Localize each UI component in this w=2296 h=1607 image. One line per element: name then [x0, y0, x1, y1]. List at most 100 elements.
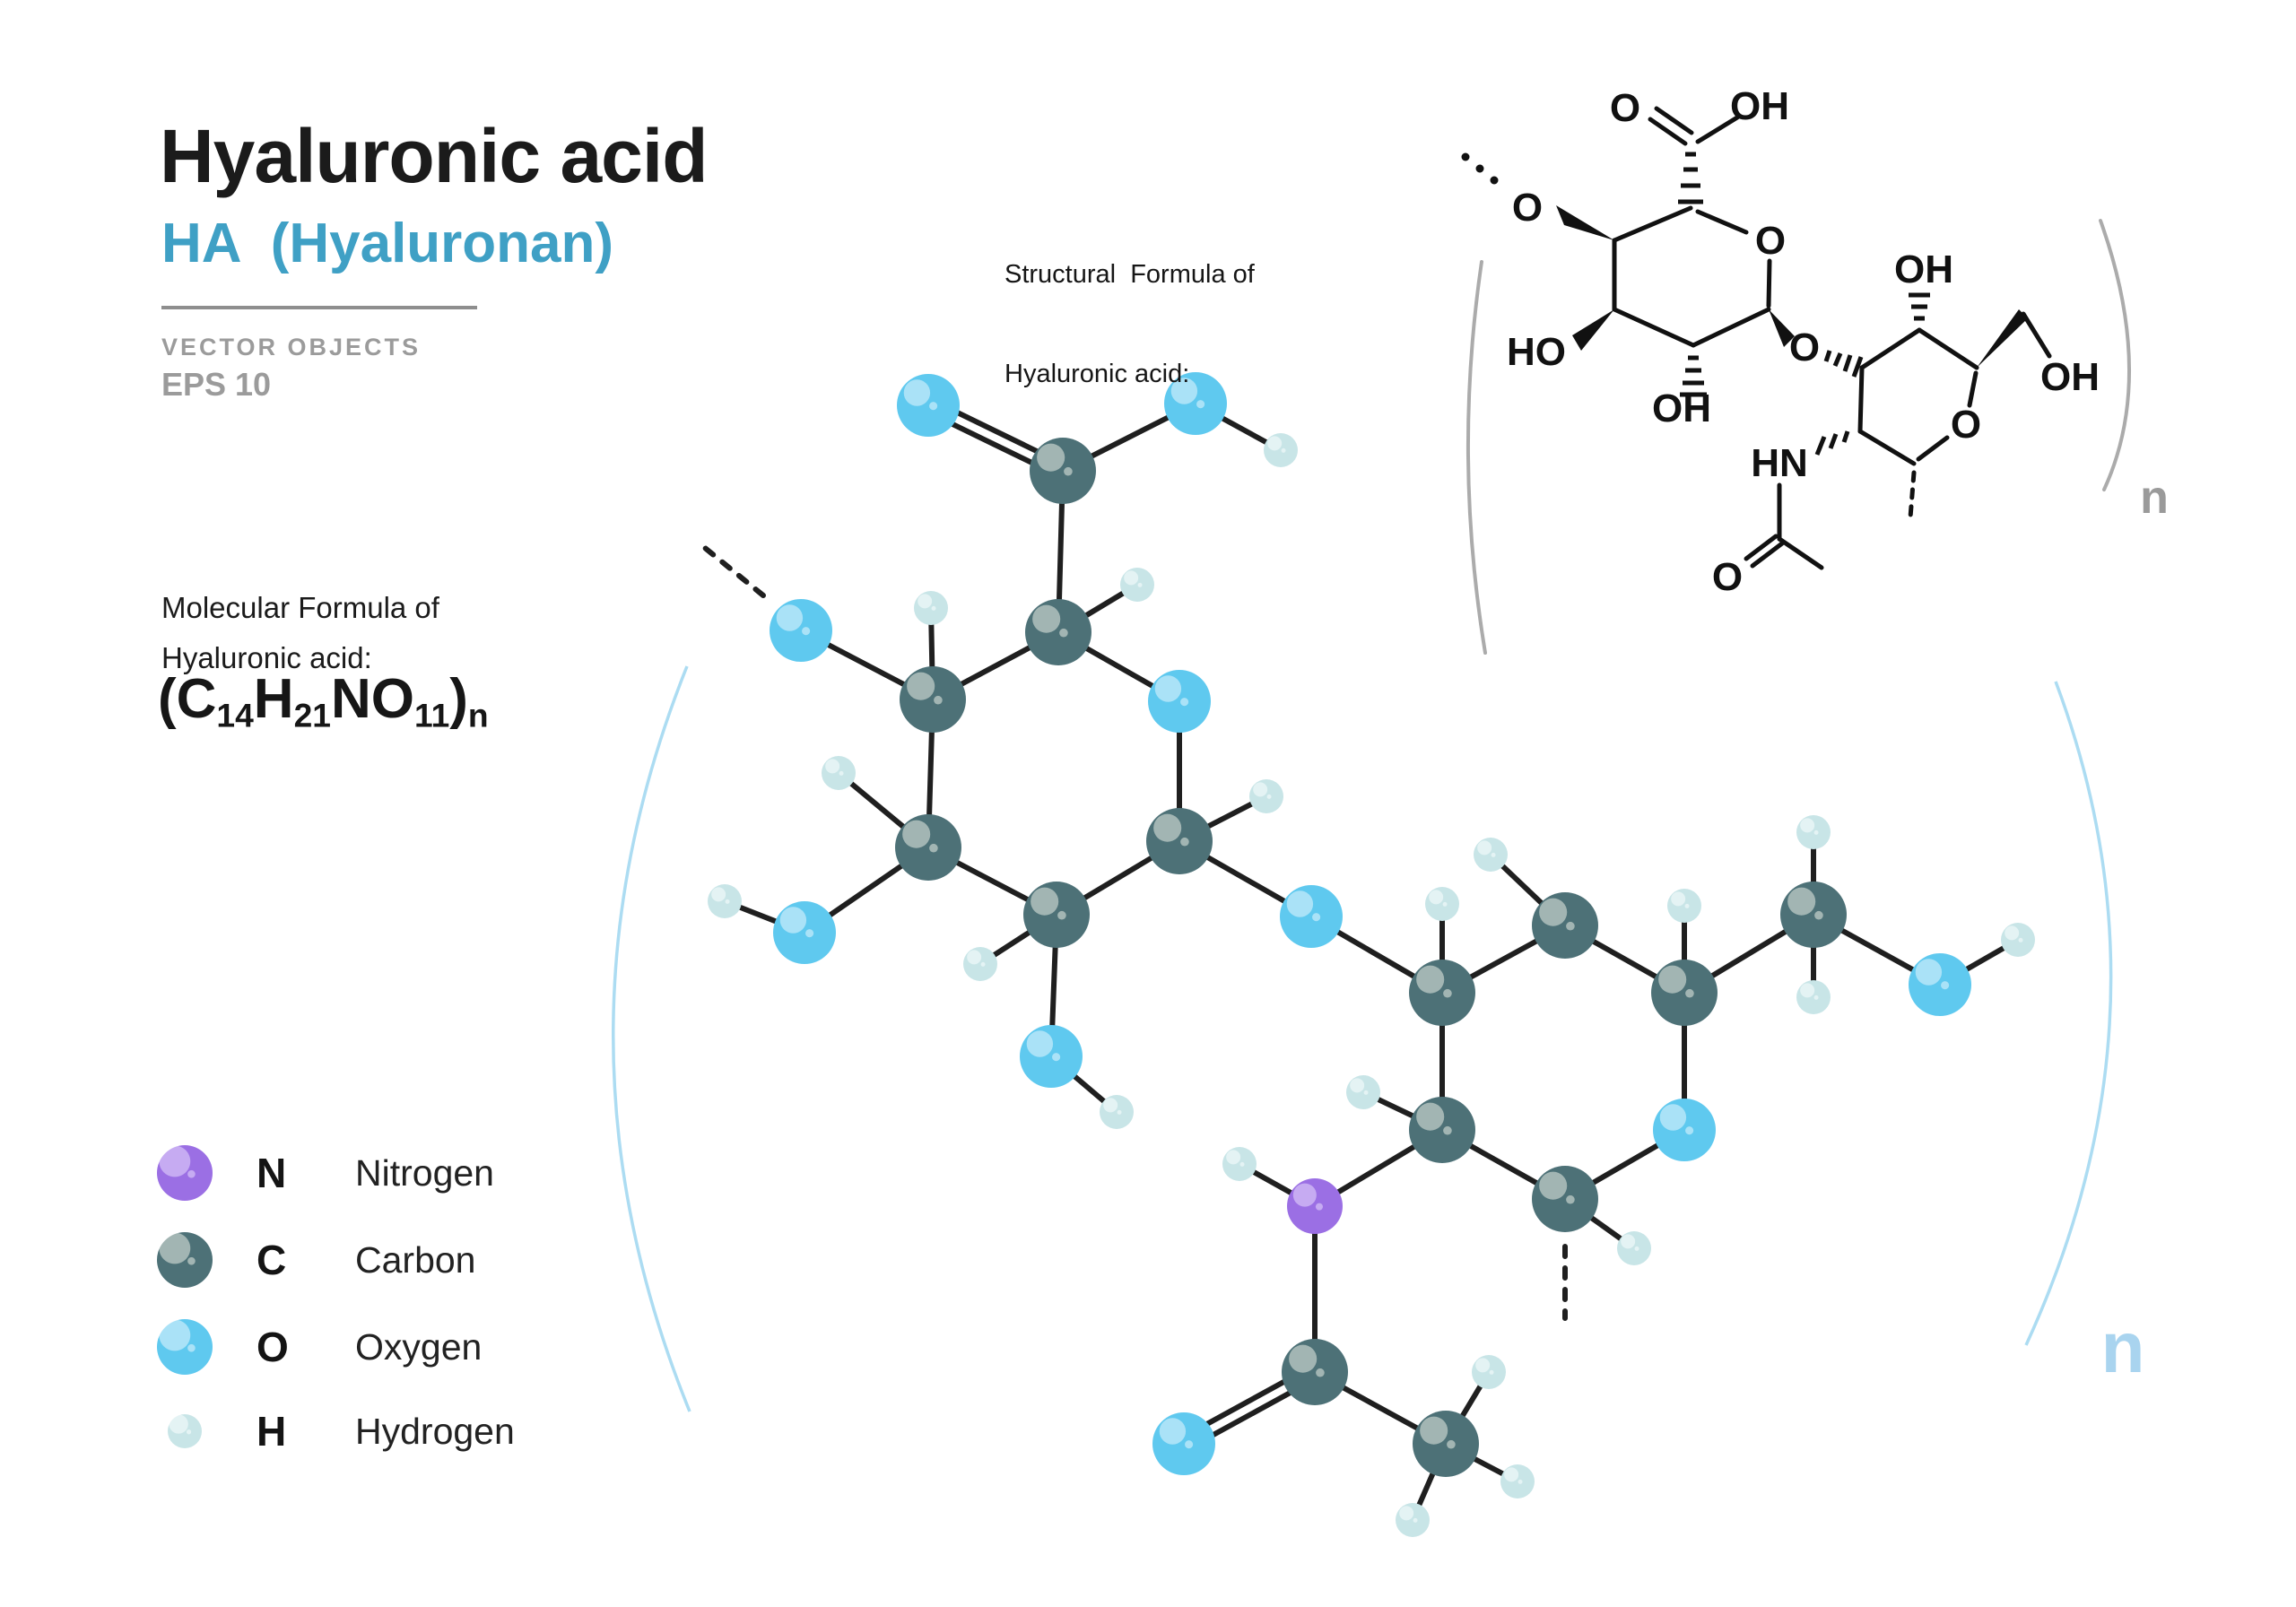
- atom-oxygen: [773, 901, 836, 964]
- atom-hydrogen: [1472, 1355, 1506, 1389]
- atom-carbon: [1282, 1339, 1348, 1405]
- bond-line: [1857, 365, 1865, 434]
- model-left-paren: [612, 665, 691, 1412]
- structural-formula-drawing: O OH O HO O OH O OH OH O HN O n: [1461, 84, 2169, 655]
- atom-hydrogen: [1425, 887, 1459, 921]
- atom-sphere: [1286, 890, 1314, 917]
- atom-oxygen: [1280, 885, 1343, 948]
- atom-sphere: [1287, 1178, 1343, 1234]
- atom-sphere: [1020, 1025, 1083, 1088]
- label-o-carbonyl: O: [1610, 86, 1640, 130]
- atom-carbon: [1532, 892, 1598, 959]
- atom-sphere: [1312, 913, 1321, 922]
- shape: [1823, 350, 1832, 362]
- atom-sphere: [1196, 400, 1205, 409]
- atom-sphere: [1148, 670, 1211, 733]
- legend-symbol-c: C: [257, 1237, 287, 1283]
- shape: [1814, 436, 1827, 456]
- atom-sphere: [1532, 1166, 1598, 1232]
- bond-line: [1612, 205, 1693, 243]
- atom-sphere: [711, 887, 726, 902]
- atom-sphere: [1617, 1231, 1651, 1265]
- atom-sphere: [1447, 1439, 1456, 1449]
- carbon-ball-icon: [157, 1232, 213, 1288]
- atom-sphere: [1120, 568, 1154, 602]
- atom-hydrogen: [1474, 838, 1508, 872]
- bond-line: [1750, 541, 1785, 569]
- structural-formula-caption: Structural Formula of Hyaluronic acid:: [1004, 192, 1255, 457]
- atom-sphere: [902, 820, 931, 848]
- atom-sphere: [1659, 1104, 1687, 1131]
- atom-sphere: [1363, 1090, 1369, 1095]
- atom-sphere: [1814, 910, 1823, 920]
- molecular-formula-caption-line2: Hyaluronic acid:: [161, 641, 372, 674]
- atom-carbon: [1413, 1411, 1479, 1477]
- atom-carbon: [900, 666, 966, 733]
- atom-sphere: [1621, 1234, 1636, 1249]
- formula-segment: 14: [216, 696, 254, 734]
- bond-line: [1857, 429, 1917, 466]
- atom-sphere: [1651, 960, 1718, 1026]
- hydrogen-ball-slot: [156, 1399, 213, 1464]
- atom-sphere: [1350, 1078, 1365, 1093]
- label-ho-left: HO: [1507, 330, 1566, 374]
- atom-sphere: [1941, 981, 1950, 990]
- hash-wedge: [1678, 152, 1703, 204]
- shape: [1475, 164, 1484, 173]
- atom-hydrogen: [708, 884, 742, 918]
- oxygen-ball-icon: [157, 1319, 213, 1375]
- atom-sphere: [802, 627, 811, 636]
- legend-row-nitrogen: N Nitrogen: [156, 1141, 494, 1205]
- atom-sphere: [1170, 378, 1198, 404]
- atom-sphere: [1915, 959, 1943, 986]
- atom-sphere: [1185, 1440, 1194, 1449]
- label-oh-right: OH: [2040, 355, 2100, 399]
- atom-hydrogen: [1617, 1231, 1651, 1265]
- atom-sphere: [1667, 889, 1701, 923]
- bond-line: [1612, 307, 1696, 348]
- atom-sphere: [1025, 599, 1091, 665]
- structural-left-paren: [1465, 260, 1487, 655]
- model-right-paren: [2024, 681, 2113, 1346]
- atom-sphere: [1443, 1125, 1452, 1135]
- shape: [1461, 152, 1470, 161]
- atom-sphere: [1416, 1102, 1445, 1131]
- atom-sphere: [1787, 887, 1816, 916]
- atom-sphere: [1684, 903, 1690, 908]
- atom-sphere: [963, 947, 997, 981]
- bond-line: [1777, 536, 1824, 570]
- atom-sphere: [907, 672, 935, 700]
- wedge-bond: [1556, 205, 1614, 240]
- atom-sphere: [1154, 675, 1182, 702]
- atom-sphere: [1037, 443, 1065, 472]
- atom-oxygen: [770, 599, 832, 662]
- atom-carbon: [1780, 882, 1847, 948]
- atom-sphere: [918, 594, 933, 609]
- atom-carbon: [1025, 599, 1091, 665]
- atom-oxygen: [1909, 953, 1971, 1016]
- wedge-bond: [1977, 309, 2028, 368]
- atom-carbon: [1409, 960, 1475, 1026]
- atom-sphere: [929, 402, 938, 411]
- atom-carbon: [1651, 960, 1718, 1026]
- atom-carbon: [1409, 1097, 1475, 1163]
- atom-hydrogen: [2001, 923, 2035, 957]
- atom-hydrogen: [822, 756, 856, 790]
- shape: [1851, 356, 1864, 378]
- atom-sphere: [1280, 885, 1343, 948]
- atom-hydrogen: [1264, 433, 1298, 467]
- atom-sphere: [1117, 1109, 1122, 1115]
- atom-sphere: [931, 605, 936, 611]
- atom-sphere: [1032, 604, 1061, 633]
- atom-sphere: [2005, 925, 2020, 941]
- hydrogen-ball-icon: [168, 1414, 202, 1448]
- atom-sphere: [1396, 1503, 1430, 1537]
- atom-hydrogen: [1796, 980, 1831, 1014]
- atom-sphere: [1124, 570, 1139, 586]
- atom-sphere: [980, 961, 986, 967]
- label-oh-carboxyl: OH: [1730, 84, 1789, 128]
- bond-line: [1691, 307, 1771, 348]
- atom-sphere: [1152, 1412, 1215, 1475]
